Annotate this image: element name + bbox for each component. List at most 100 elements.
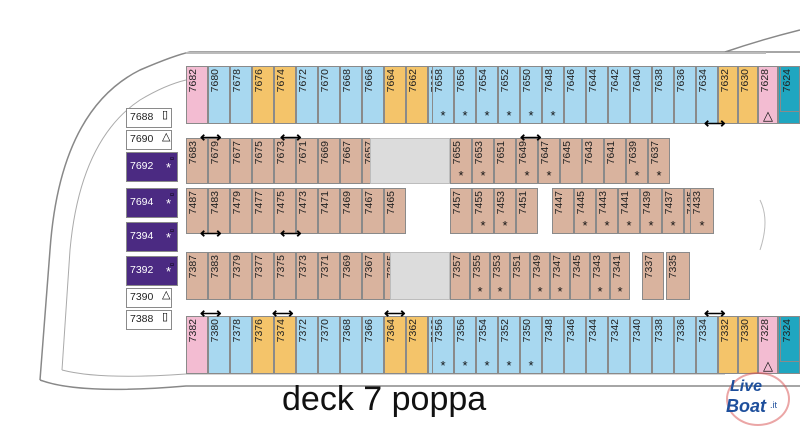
cabin-7337[interactable]: 7337 (642, 252, 664, 300)
cabin-7445[interactable]: 7445* (574, 188, 596, 234)
cabin-7477[interactable]: 7477 (252, 188, 274, 234)
cabin-7673[interactable]: 7673 (274, 138, 296, 184)
cabin-7651[interactable]: 7651 (494, 138, 516, 184)
cabin-7650[interactable]: 7650* (520, 66, 542, 124)
cabin-7647[interactable]: 7647* (538, 138, 560, 184)
cabin-7377[interactable]: 7377 (252, 252, 274, 300)
cabin-7392[interactable]: 7392* (126, 256, 178, 286)
cabin-7632[interactable]: 7632 (718, 66, 738, 124)
cabin-7340[interactable]: 7340 (630, 316, 652, 374)
cabin-7378[interactable]: 7378 (230, 316, 252, 374)
cabin-7658[interactable]: 7658* (432, 66, 454, 124)
cabin-7694[interactable]: 7694* (126, 188, 178, 218)
cabin-7352[interactable]: 7352* (498, 316, 520, 374)
cabin-7487[interactable]: 7487 (186, 188, 208, 234)
cabin-7669[interactable]: 7669 (318, 138, 340, 184)
cabin-7666[interactable]: 7666 (362, 66, 384, 124)
cabin-7630[interactable]: 7630 (738, 66, 758, 124)
cabin-7334[interactable]: 7334 (696, 316, 718, 374)
cabin-7453[interactable]: 7453* (494, 188, 516, 234)
cabin-7342[interactable]: 7342 (608, 316, 630, 374)
cabin-7638[interactable]: 7638 (652, 66, 674, 124)
cabin-7628[interactable]: 7628△ (758, 66, 778, 124)
cabin-7653[interactable]: 7653* (472, 138, 494, 184)
cabin-7656[interactable]: 7656* (454, 66, 476, 124)
cabin-7369[interactable]: 7369 (340, 252, 362, 300)
cabin-7645[interactable]: 7645 (560, 138, 582, 184)
cabin-7383[interactable]: 7383 (208, 252, 230, 300)
cabin-7655[interactable]: 7655* (450, 138, 472, 184)
cabin-7674[interactable]: 7674 (274, 66, 296, 124)
cabin-7324[interactable]: 7324 (780, 316, 800, 362)
cabin-7335[interactable]: 7335 (666, 252, 690, 300)
cabin-7375[interactable]: 7375 (274, 252, 296, 300)
cabin-7390[interactable]: 7390 (126, 288, 172, 308)
cabin-7643[interactable]: 7643 (582, 138, 604, 184)
cabin-7370[interactable]: 7370 (318, 316, 340, 374)
cabin-7349[interactable]: 7349* (530, 252, 550, 300)
cabin-7471[interactable]: 7471 (318, 188, 340, 234)
cabin-7447[interactable]: 7447 (552, 188, 574, 234)
cabin-7441[interactable]: 7441* (618, 188, 640, 234)
cabin-7479[interactable]: 7479 (230, 188, 252, 234)
cabin-7648[interactable]: 7648* (542, 66, 564, 124)
cabin-7634[interactable]: 7634 (696, 66, 718, 124)
cabin-7670[interactable]: 7670 (318, 66, 340, 124)
cabin-7654[interactable]: 7654* (476, 66, 498, 124)
cabin-7351[interactable]: 7351 (510, 252, 530, 300)
cabin-7465[interactable]: 7465 (384, 188, 406, 234)
cabin-7690[interactable]: 7690 (126, 130, 172, 150)
cabin-7692[interactable]: 7692* (126, 152, 178, 182)
cabin-7355[interactable]: 7355* (470, 252, 490, 300)
cabin-7662[interactable]: 7662 (406, 66, 428, 124)
cabin-7373[interactable]: 7373 (296, 252, 318, 300)
cabin-7374[interactable]: 7374 (274, 316, 296, 374)
cabin-7467[interactable]: 7467 (362, 188, 384, 234)
cabin-7664[interactable]: 7664 (384, 66, 406, 124)
cabin-7678[interactable]: 7678 (230, 66, 252, 124)
cabin-7332[interactable]: 7332 (718, 316, 738, 374)
cabin-7679[interactable]: 7679 (208, 138, 230, 184)
cabin-7353[interactable]: 7353* (490, 252, 510, 300)
cabin-7348[interactable]: 7348 (542, 316, 564, 374)
cabin-7649[interactable]: 7649* (516, 138, 538, 184)
cabin-7346[interactable]: 7346 (564, 316, 586, 374)
cabin-7675[interactable]: 7675 (252, 138, 274, 184)
cabin-7336[interactable]: 7336 (674, 316, 696, 374)
cabin-7343[interactable]: 7343* (590, 252, 610, 300)
cabin-7376[interactable]: 7376 (252, 316, 274, 374)
cabin-7367[interactable]: 7367 (362, 252, 384, 300)
cabin-7624[interactable]: 7624 (780, 66, 800, 112)
cabin-7683[interactable]: 7683 (186, 138, 208, 184)
cabin-7652[interactable]: 7652* (498, 66, 520, 124)
cabin-7451[interactable]: 7451 (516, 188, 538, 234)
cabin-7641[interactable]: 7641 (604, 138, 626, 184)
cabin-7362[interactable]: 7362 (406, 316, 428, 374)
cabin-7433[interactable]: 7433* (690, 188, 714, 234)
cabin-7394[interactable]: 7394* (126, 222, 178, 252)
cabin-7338[interactable]: 7338 (652, 316, 674, 374)
cabin-7345[interactable]: 7345 (570, 252, 590, 300)
cabin-7457[interactable]: 7457 (450, 188, 472, 234)
cabin-7642[interactable]: 7642 (608, 66, 630, 124)
cabin-7637[interactable]: 7637* (648, 138, 670, 184)
cabin-7341[interactable]: 7341* (610, 252, 630, 300)
cabin-7388[interactable]: 7388 (126, 310, 172, 330)
cabin-7387[interactable]: 7387 (186, 252, 208, 300)
cabin-7469[interactable]: 7469 (340, 188, 362, 234)
cabin-7667[interactable]: 7667 (340, 138, 362, 184)
cabin-7368[interactable]: 7368 (340, 316, 362, 374)
cabin-7680[interactable]: 7680 (208, 66, 230, 124)
cabin-7671[interactable]: 7671 (296, 138, 318, 184)
cabin-7439[interactable]: 7439* (640, 188, 662, 234)
cabin-7644[interactable]: 7644 (586, 66, 608, 124)
cabin-7366[interactable]: 7366 (362, 316, 384, 374)
cabin-7636[interactable]: 7636 (674, 66, 696, 124)
cabin-7640[interactable]: 7640 (630, 66, 652, 124)
cabin-7356[interactable]: 7356* (454, 316, 476, 374)
cabin-7371[interactable]: 7371 (318, 252, 340, 300)
cabin-7344[interactable]: 7344 (586, 316, 608, 374)
cabin-7483[interactable]: 7483 (208, 188, 230, 234)
cabin-7668[interactable]: 7668 (340, 66, 362, 124)
cabin-7443[interactable]: 7443* (596, 188, 618, 234)
